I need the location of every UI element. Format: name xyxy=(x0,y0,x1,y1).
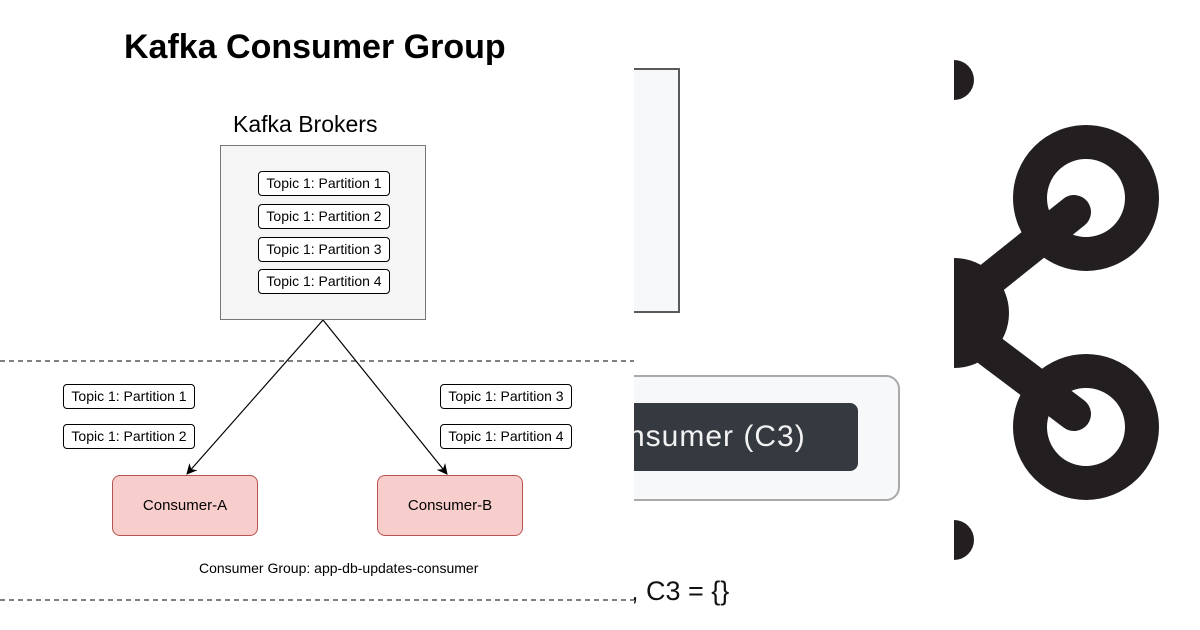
kafka-logo-icon xyxy=(954,60,1159,560)
broker-partition-4: Topic 1: Partition 4 xyxy=(258,269,390,294)
broker-partition-2: Topic 1: Partition 2 xyxy=(258,204,390,229)
consumer-b-partition-1: Topic 1: Partition 3 xyxy=(440,384,572,409)
diagram-title: Kafka Consumer Group xyxy=(124,28,506,66)
arrow-to-consumer-a xyxy=(186,319,324,475)
broker-partition-3: Topic 1: Partition 3 xyxy=(258,237,390,262)
arrow-to-consumer-b xyxy=(322,319,448,475)
consumer-group-label: Consumer Group: app-db-updates-consumer xyxy=(199,560,479,576)
broker-partition-1: Topic 1: Partition 1 xyxy=(258,171,390,196)
diagram-links xyxy=(0,319,634,601)
cropped-box xyxy=(634,68,680,313)
consumer-a-partition-2: Topic 1: Partition 2 xyxy=(63,424,195,449)
logo-panel xyxy=(954,0,1200,630)
assignment-text: , C3 = {} xyxy=(634,576,730,606)
cropped-middle-panel: nsumer (C3) , C3 = {} xyxy=(634,0,954,630)
consumer-a-node: Consumer-A xyxy=(112,475,258,536)
consumer-c3-button xyxy=(634,403,858,471)
consumer-c3-label: nsumer (C3) xyxy=(634,420,806,453)
brokers-label: Kafka Brokers xyxy=(233,111,378,137)
consumer-b-node: Consumer-B xyxy=(377,475,523,536)
consumer-group-diagram: Kafka Consumer Group Kafka Brokers Topic… xyxy=(0,28,634,601)
consumer-a-partition-1: Topic 1: Partition 1 xyxy=(63,384,195,409)
consumer-b-partition-2: Topic 1: Partition 4 xyxy=(440,424,572,449)
